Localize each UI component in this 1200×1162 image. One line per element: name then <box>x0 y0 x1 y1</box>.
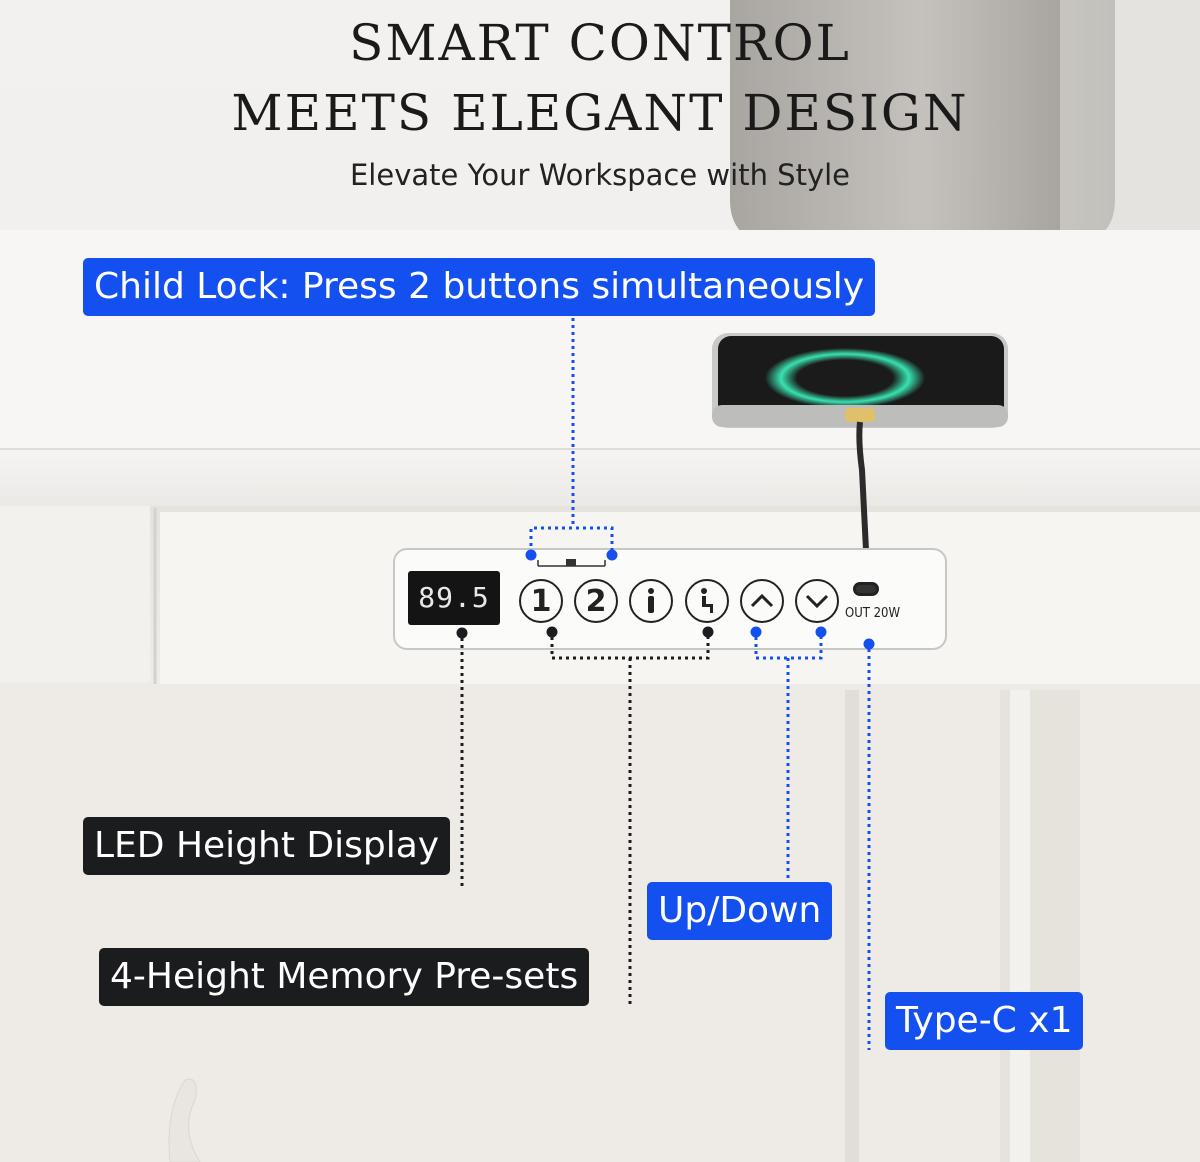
headline-line-2: MEETS ELEGANT DESIGN <box>231 84 969 142</box>
memory-1-label: 1 <box>530 583 552 619</box>
type-c-callout: Type-C x1 <box>885 992 1084 1050</box>
memory-2-label: 2 <box>585 583 607 619</box>
up-button[interactable] <box>740 579 784 623</box>
subtitle: Elevate Your Workspace with Style <box>349 158 851 192</box>
memory-2-button[interactable]: 2 <box>574 579 618 623</box>
memory-presets-callout: 4-Height Memory Pre-sets <box>99 948 590 1006</box>
usb-c-port[interactable] <box>853 582 879 596</box>
standing-preset-button[interactable] <box>629 579 673 623</box>
child-lock-callout: Child Lock: Press 2 buttons simultaneous… <box>83 258 876 316</box>
down-button[interactable] <box>795 579 839 623</box>
up-down-callout: Up/Down <box>647 882 833 940</box>
memory-1-button[interactable]: 1 <box>519 579 563 623</box>
chevron-up-icon <box>750 593 774 608</box>
chevron-down-icon <box>805 594 829 609</box>
usb-port-label: OUT 20W <box>845 606 901 621</box>
standing-person-icon <box>648 588 654 613</box>
headline-line-1: SMART CONTROL <box>349 14 851 72</box>
led-display-callout: LED Height Display <box>83 817 451 875</box>
sitting-person-icon <box>701 588 713 613</box>
sitting-preset-button[interactable] <box>685 579 729 623</box>
height-display: 89.5 <box>408 571 500 625</box>
